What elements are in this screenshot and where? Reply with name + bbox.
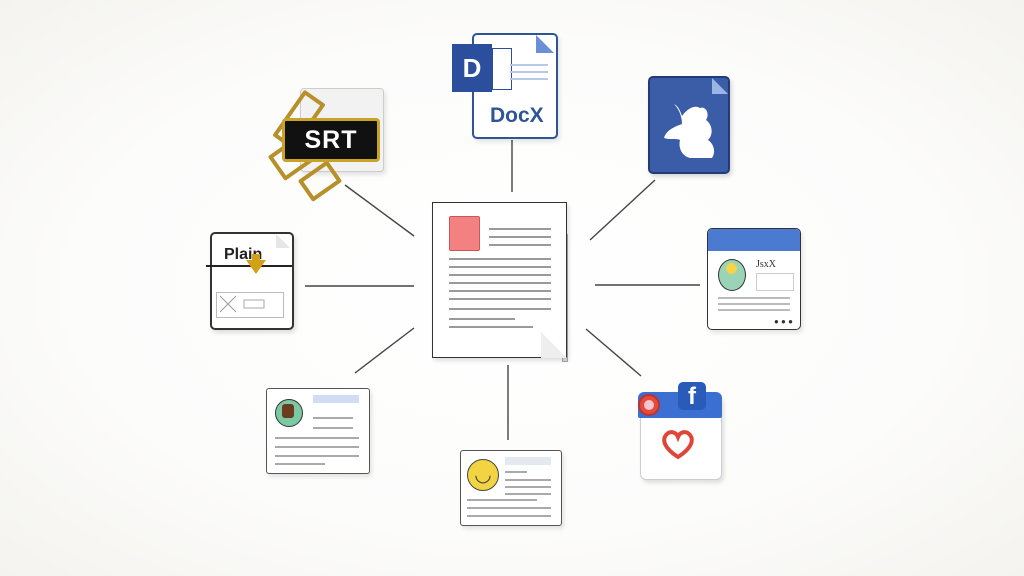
node-docx: D DocX [450,30,560,140]
heart-icon [662,430,694,460]
avatar-card-icon [266,388,370,474]
central-document [432,202,572,362]
node-profile-card: JsxX ● ● ● [706,228,802,332]
location-pin-icon [638,394,660,416]
docx-label: DocX [490,104,544,127]
document-icon [432,202,567,358]
node-srt: SRT [262,82,392,202]
node-smiley-card: ◡ [460,450,564,530]
srt-label: SRT [304,125,358,154]
srt-subtitle-icon: SRT [282,118,380,162]
plain-text-icon [246,260,266,274]
node-plain: Plain [206,230,296,330]
profile-window-icon: JsxX ● ● ● [707,228,801,330]
profile-name: JsxX [756,259,777,270]
word-docx-icon: D [452,44,492,92]
folded-corner [541,332,567,358]
node-avatar-card [266,388,372,476]
facebook-logo: f [688,383,696,410]
image-placeholder [449,216,480,251]
avatar [718,259,746,291]
node-facebook-like: f [636,380,726,484]
node-social-file [646,74,736,174]
facebook-heart-icon: f [678,382,706,410]
bird-silhouette-icon [664,104,715,158]
smiley-icon: ◡ [467,459,499,491]
smiley-card-icon: ◡ [460,450,562,526]
